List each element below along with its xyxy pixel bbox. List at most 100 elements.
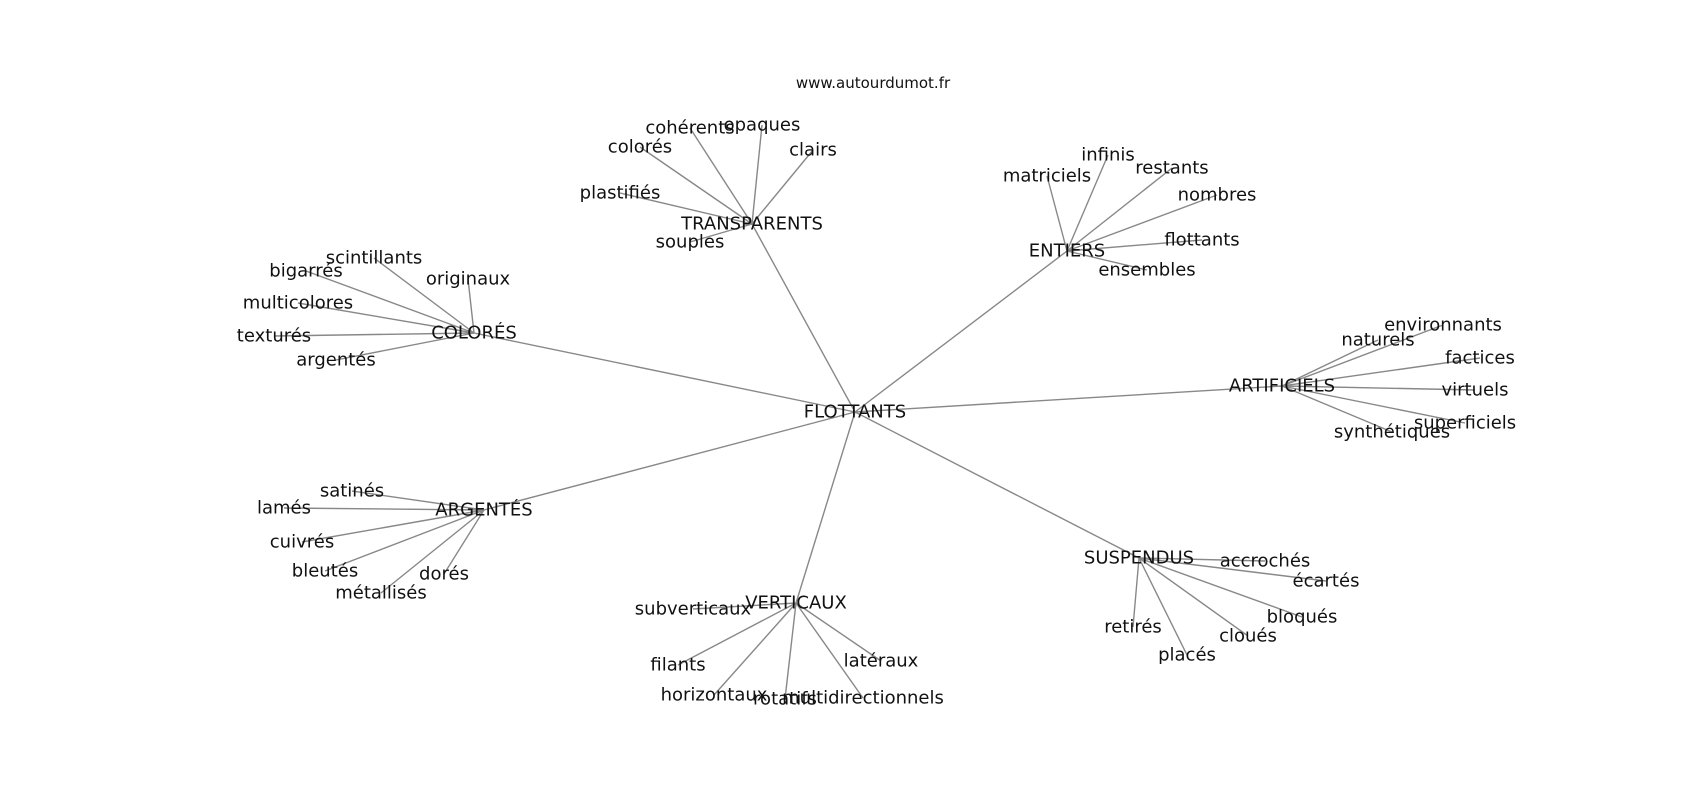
leaf-node-label: texturés — [237, 326, 311, 347]
leaf-node-label: flottants — [1164, 230, 1239, 251]
edge-center-to-hub — [795, 411, 856, 604]
edge-center-to-hub — [854, 385, 1283, 413]
edge-hub-to-leaf — [1138, 557, 1266, 562]
edge-center-to-hub — [483, 411, 856, 511]
leaf-node-label: ensembles — [1098, 260, 1195, 281]
edge-hub-to-leaf — [1046, 175, 1068, 252]
edge-hub-to-leaf — [273, 332, 475, 337]
hub-node-label: SUSPENDUS — [1084, 548, 1194, 569]
edge-hub-to-leaf — [692, 602, 797, 610]
edge-hub-to-leaf — [324, 509, 485, 572]
edge-hub-to-leaf — [795, 602, 882, 662]
site-credit: www.autourdumot.fr — [796, 74, 951, 92]
edge-hub-to-leaf — [335, 332, 475, 361]
leaf-node-label: multicolores — [243, 293, 353, 314]
leaf-node-label: superficiels — [1414, 413, 1516, 434]
leaf-node-label: cuivrés — [270, 532, 334, 553]
hub-node-label: TRANSPARENTS — [680, 214, 823, 235]
leaf-node-label: souples — [656, 232, 725, 253]
leaf-node-label: latéraux — [844, 651, 919, 672]
edge-hub-to-leaf — [713, 602, 797, 696]
leaf-node-label: métallisés — [335, 583, 427, 604]
edge-hub-to-leaf — [1066, 167, 1173, 252]
leaf-node-label: argentés — [296, 350, 376, 371]
leaf-node-label: dorés — [419, 564, 469, 585]
leaf-node-label: naturels — [1341, 330, 1414, 351]
edge-hub-to-leaf — [1132, 557, 1140, 628]
edge-hub-to-leaf — [1066, 154, 1109, 252]
leaf-node-label: bigarrés — [269, 261, 342, 282]
leaf-node-label: cohérents — [645, 118, 734, 139]
leaf-node-label: originaux — [426, 269, 511, 290]
edge-center-to-hub — [473, 332, 856, 413]
edge-hub-to-leaf — [380, 509, 485, 594]
edge-hub-to-leaf — [1281, 339, 1379, 387]
edge-hub-to-leaf — [689, 127, 753, 225]
edge-hub-to-leaf — [1138, 557, 1303, 618]
edge-hub-to-leaf — [1281, 385, 1393, 433]
hub-node-label: ARTIFICIELS — [1229, 376, 1335, 397]
leaf-node-label: écartés — [1293, 571, 1360, 592]
edge-hub-to-leaf — [1138, 557, 1327, 582]
leaf-node-label: clairs — [789, 140, 837, 161]
edge-hub-to-leaf — [751, 124, 763, 225]
edge-hub-to-leaf — [795, 602, 864, 699]
leaf-node-label: bloqués — [1267, 607, 1338, 628]
edge-hub-to-leaf — [1138, 557, 1188, 656]
edge-hub-to-leaf — [443, 509, 485, 575]
edge-hub-to-leaf — [689, 223, 753, 243]
edges-layer — [273, 124, 1481, 700]
leaf-node-label: opaques — [724, 115, 801, 136]
edge-hub-to-leaf — [467, 278, 475, 334]
edge-hub-to-leaf — [1281, 385, 1476, 391]
leaf-node-label: matriciels — [1003, 166, 1091, 187]
edge-hub-to-leaf — [1066, 239, 1203, 252]
edge-hub-to-leaf — [677, 602, 797, 666]
leaf-node-label: cloués — [1219, 626, 1277, 647]
edge-hub-to-leaf — [1281, 357, 1481, 387]
leaf-node-label: environnants — [1384, 315, 1502, 336]
leaf-node-label: virtuels — [1442, 380, 1509, 401]
edge-hub-to-leaf — [619, 192, 753, 225]
edge-hub-to-leaf — [351, 490, 485, 511]
edge-hub-to-leaf — [1138, 557, 1249, 637]
edge-center-to-hub — [854, 250, 1068, 413]
edge-hub-to-leaf — [283, 507, 485, 511]
edge-hub-to-leaf — [639, 146, 753, 225]
hub-node-label: VERTICAUX — [745, 593, 847, 614]
leaf-node-label: plastifiés — [580, 183, 661, 204]
edge-center-to-hub — [854, 411, 1140, 559]
edge-hub-to-leaf — [1066, 194, 1218, 252]
leaf-node-label: synthétiques — [1334, 422, 1450, 443]
leaf-node-label: retirés — [1104, 617, 1162, 638]
leaf-node-label: filants — [650, 655, 705, 676]
leaf-node-label: factices — [1445, 348, 1515, 369]
leaf-node-label: satinés — [320, 481, 384, 502]
edge-hub-to-leaf — [1281, 324, 1444, 387]
leaf-node-label: infinis — [1081, 145, 1135, 166]
edge-hub-to-leaf — [301, 509, 485, 543]
edge-center-to-hub — [751, 223, 856, 413]
leaf-node-label: nombres — [1178, 185, 1257, 206]
leaf-node-label: horizontaux — [661, 685, 768, 706]
leaf-node-label: rotatifs — [753, 689, 817, 710]
edge-hub-to-leaf — [305, 270, 475, 334]
center-node-label: FLOTTANTS — [804, 402, 906, 423]
leaf-node-label: placés — [1158, 645, 1216, 666]
edge-hub-to-leaf — [751, 149, 814, 225]
edge-hub-to-leaf — [784, 602, 797, 700]
edge-hub-to-leaf — [297, 302, 475, 334]
hub-node-label: ARGENTÉS — [435, 499, 532, 521]
leaf-node-label: bleutés — [292, 561, 358, 582]
leaf-node-label: scintillants — [326, 248, 423, 269]
leaf-node-label: colorés — [608, 137, 672, 158]
leaf-node-label: multidirectionnels — [782, 688, 944, 709]
edge-hub-to-leaf — [1066, 250, 1148, 271]
leaf-node-label: subverticaux — [635, 599, 752, 620]
hub-node-label: ENTIERS — [1029, 241, 1105, 262]
hub-node-label: COLORÉS — [431, 322, 517, 344]
edge-hub-to-leaf — [373, 257, 475, 334]
